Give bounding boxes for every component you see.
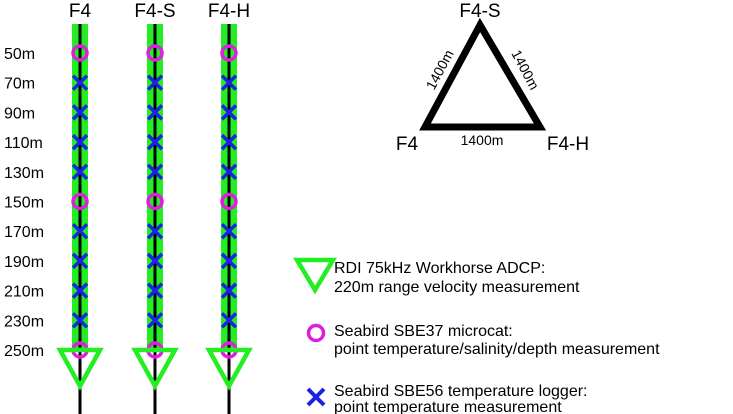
moorings: F4 F4-S F4-H — [56, 1, 253, 414]
triangle-base-label: 1400m — [461, 132, 504, 148]
depth-label: 110m — [4, 135, 43, 152]
logger-x-icon — [220, 163, 238, 181]
adcp-down-triangle-icon — [205, 347, 253, 391]
microcat-legend-line2: point temperature/salinity/depth measure… — [334, 341, 660, 358]
depth-label: 130m — [4, 165, 44, 182]
depth-label: 50m — [4, 46, 35, 63]
logger-x-icon — [71, 282, 89, 299]
array-triangle: F4-S F4 F4-H 1400m 1400m 1400m — [396, 1, 589, 155]
logger-legend-x-icon — [306, 387, 326, 407]
triangle-shape — [419, 17, 547, 131]
depth-label: 150m — [4, 195, 44, 212]
depth-label: 170m — [4, 224, 44, 241]
depth-label: 250m — [4, 343, 44, 360]
triangle-left-side-label: 1400m — [422, 47, 456, 92]
triangle-left-label: F4 — [396, 134, 419, 155]
microcat-legend-line1: Seabird SBE37 microcat: — [334, 323, 513, 340]
logger-x-icon — [146, 74, 164, 91]
microcat-legend-circle-icon — [306, 323, 326, 343]
depth-label: 70m — [4, 76, 35, 93]
logger-x-icon — [71, 133, 89, 151]
logger-x-icon — [71, 104, 89, 121]
microcat-circle-icon — [146, 192, 164, 211]
logger-legend-line2: point temperature measurement — [334, 399, 562, 414]
depth-label: 190m — [4, 254, 44, 271]
logger-x-icon — [146, 312, 164, 329]
mooring-label: F4 — [69, 1, 92, 22]
microcat-circle-icon — [220, 192, 238, 211]
adcp-legend-line1: RDI 75kHz Workhorse ADCP: — [334, 260, 545, 277]
logger-x-icon — [146, 252, 164, 270]
microcat-circle-icon — [71, 44, 89, 62]
adcp-legend-line2: 220m range velocity measurement — [334, 279, 580, 296]
mooring-f4-h: F4-H — [205, 1, 253, 414]
mooring-f4-s: F4-S — [131, 1, 179, 414]
adcp-down-triangle-icon — [56, 347, 104, 391]
triangle-right-label: F4-H — [547, 134, 589, 155]
logger-x-icon — [220, 222, 238, 240]
logger-x-icon — [220, 252, 238, 270]
logger-x-icon — [146, 133, 164, 151]
depth-axis: 50m 70m 90m 110m 130m 150m 170m 190m 210m 230m 250… — [4, 46, 44, 360]
mooring-label: F4-S — [134, 1, 175, 22]
triangle-apex-label: F4-S — [459, 1, 500, 22]
legend: RDI 75kHz Workhorse ADCP: 220m range vel… — [293, 257, 660, 414]
logger-x-icon — [146, 104, 164, 121]
mooring-f4: F4 — [56, 1, 104, 414]
adcp-legend-down-triangle-icon — [293, 257, 337, 295]
depth-label: 90m — [4, 105, 35, 122]
logger-x-icon — [71, 252, 89, 270]
logger-x-icon — [71, 222, 89, 240]
logger-x-icon — [220, 282, 238, 299]
mooring-label: F4-H — [208, 1, 250, 22]
adcp-down-triangle-icon — [131, 347, 179, 391]
depth-label: 210m — [4, 284, 44, 301]
logger-x-icon — [146, 282, 164, 299]
logger-x-icon — [71, 163, 89, 181]
logger-x-icon — [220, 133, 238, 151]
depth-label: 230m — [4, 313, 44, 330]
logger-x-icon — [220, 312, 238, 329]
logger-legend-line1: Seabird SBE56 temperature logger: — [334, 383, 587, 400]
microcat-circle-icon — [146, 44, 164, 62]
logger-x-icon — [146, 222, 164, 240]
logger-x-icon — [220, 74, 238, 91]
logger-x-icon — [71, 74, 89, 91]
logger-x-icon — [71, 312, 89, 329]
microcat-circle-icon — [220, 44, 238, 62]
logger-x-icon — [146, 163, 164, 181]
logger-x-icon — [220, 104, 238, 121]
microcat-circle-icon — [71, 192, 89, 211]
